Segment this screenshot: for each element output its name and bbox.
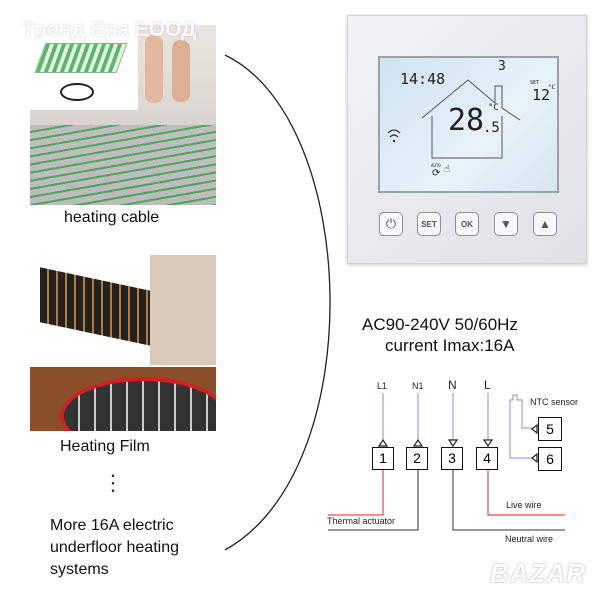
more-line-2: underfloor heating <box>50 539 179 556</box>
house-outline-icon <box>387 79 521 159</box>
live-wire-label: Live wire <box>506 500 542 510</box>
film-floor-image <box>30 367 216 431</box>
cable-roll-image <box>30 25 138 110</box>
input-label-n: N <box>448 378 457 392</box>
lcd-display: 14:48 3 SET 12 °C 28 .5 °C AUTO ⟳ ☝ <box>378 56 559 193</box>
heating-film-photo <box>30 255 216 431</box>
terminal-1: 1 <box>372 447 394 470</box>
more-line-1: More 16A electric <box>50 517 174 534</box>
set-temperature: 12 <box>532 86 551 104</box>
thermostat: 14:48 3 SET 12 °C 28 .5 °C AUTO ⟳ ☝ ⏻ SE… <box>347 15 587 264</box>
auto-label: AUTO <box>431 163 441 168</box>
voltage-spec: AC90-240V 50/60Hz <box>362 315 518 334</box>
room-temperature-decimal: .5 <box>483 120 500 136</box>
up-button[interactable]: ▲ <box>533 212 557 236</box>
terminal-6: 6 <box>538 447 562 471</box>
input-label-l1: L1 <box>377 381 388 391</box>
power-button[interactable]: ⏻ <box>379 212 403 236</box>
heating-cable-photo <box>30 25 216 205</box>
more-systems-text: More 16A electric underfloor heating sys… <box>50 515 179 581</box>
heating-cable-caption: heating cable <box>64 209 160 226</box>
clock-readout: 14:48 <box>400 70 446 88</box>
watermark: Тренд Ера ЕООД <box>22 18 197 41</box>
current-spec: current Imax:16A <box>385 336 515 355</box>
input-label-n1: N1 <box>412 381 424 391</box>
down-button[interactable]: ▼ <box>494 212 518 236</box>
neutral-wire-label: Neutral wire <box>505 534 554 544</box>
terminal-3: 3 <box>441 447 463 470</box>
manual-hand-icon: ☝ <box>444 164 451 175</box>
set-label: SET <box>530 80 540 86</box>
thermal-actuator-label: Thermal actuator <box>327 516 396 526</box>
bazar-logo: BAZAR <box>490 558 586 588</box>
auto-mode-icon: ⟳ <box>432 168 441 179</box>
cable-floor-image <box>30 125 216 205</box>
more-line-3: systems <box>50 561 109 578</box>
wifi-icon <box>387 129 401 138</box>
ellipsis: ⋮ <box>102 470 124 495</box>
room-unit: °C <box>488 103 499 113</box>
room-temperature: 28 <box>448 103 485 138</box>
set-button[interactable]: SET <box>417 212 441 236</box>
ok-button[interactable]: OK <box>455 212 479 236</box>
input-label-l: L <box>484 378 491 392</box>
heating-film-caption: Heating Film <box>60 438 150 455</box>
zone-number: 3 <box>498 59 506 74</box>
terminal-2: 2 <box>406 447 428 470</box>
ntc-sensor-label: NTC sensor <box>530 397 579 407</box>
set-unit: °C <box>548 84 556 91</box>
terminal-4: 4 <box>476 447 498 470</box>
terminal-5: 5 <box>538 417 562 441</box>
feet-image <box>140 35 200 105</box>
